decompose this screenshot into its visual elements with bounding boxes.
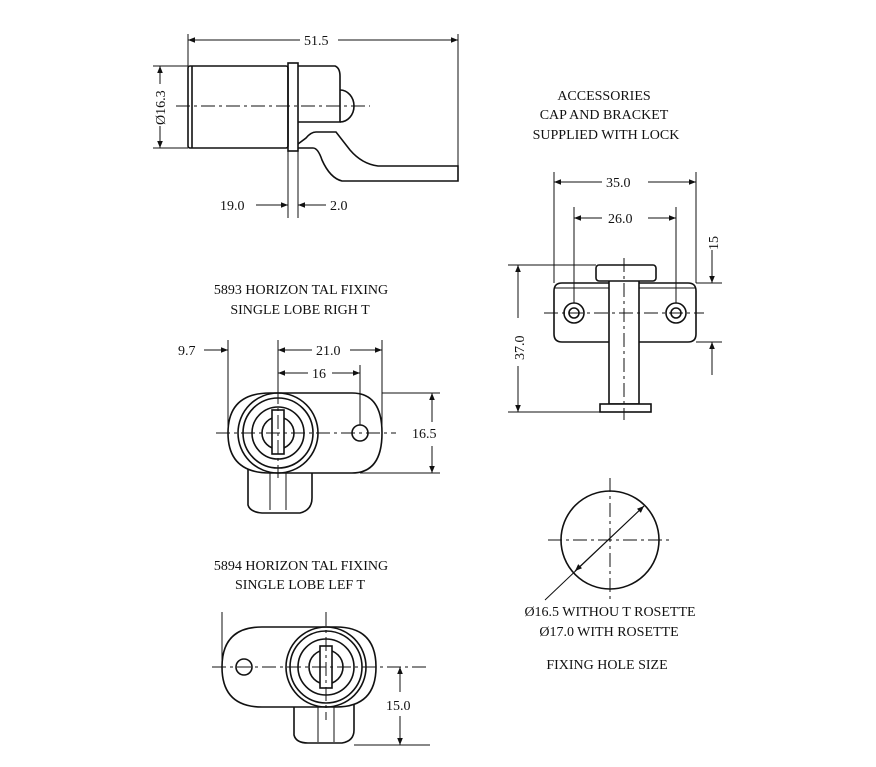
dim-accessory-height-label: 37.0	[513, 336, 528, 361]
dim-accessory-width-label: 35.0	[606, 176, 631, 191]
dim-bracket-height-label: 15	[707, 236, 722, 250]
dim-collar-label: 2.0	[330, 199, 348, 214]
dim-diameter-label: Ø16.3	[154, 90, 169, 125]
right-fixing-view	[216, 340, 440, 514]
side-view	[153, 34, 459, 218]
fixing-hole-view	[544, 478, 672, 602]
dim-hole-centers-label: 26.0	[608, 212, 633, 227]
accessories-title-line-2: CAP AND BRACKET	[540, 108, 669, 123]
accessories-title-line-1: ACCESSORIES	[557, 89, 650, 104]
dim-body-label: 19.0	[220, 199, 245, 214]
dim-hole-label: 16	[312, 367, 326, 382]
dim-total-length-label: 51.5	[304, 34, 329, 49]
right-fixing-title-line-2: SINGLE LOBE RIGH T	[230, 303, 370, 318]
dim-left-height-label: 15.0	[386, 699, 411, 714]
fixing-hole-size-line-2: Ø17.0 WITH ROSETTE	[539, 625, 678, 640]
fixing-hole-caption: FIXING HOLE SIZE	[546, 658, 667, 673]
right-fixing-title-line-1: 5893 HORIZON TAL FIXING	[214, 283, 388, 298]
left-fixing-title-line-1: 5894 HORIZON TAL FIXING	[214, 559, 388, 574]
dim-lobe-label: 21.0	[316, 344, 341, 359]
left-fixing-title-line-2: SINGLE LOBE LEF T	[235, 578, 365, 593]
left-fixing-view	[212, 612, 430, 746]
fixing-hole-size-line-1: Ø16.5 WITHOU T ROSETTE	[524, 605, 695, 620]
dim-offset-label: 9.7	[178, 344, 196, 359]
cap-and-bracket	[508, 172, 722, 420]
dim-right-height-label: 16.5	[412, 427, 437, 442]
accessories-title-line-3: SUPPLIED WITH LOCK	[533, 128, 680, 143]
